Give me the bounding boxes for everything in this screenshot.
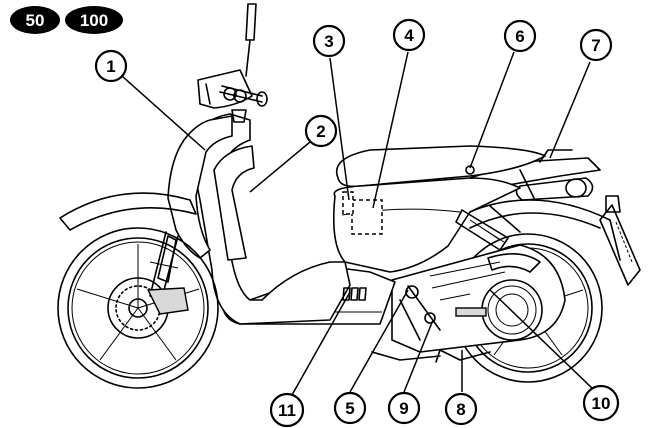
callout-2-label: 2 — [316, 122, 325, 141]
callout-7: 7 — [579, 28, 613, 62]
callout-6-label: 6 — [515, 27, 524, 46]
licence-plate-holder — [599, 195, 641, 286]
glove-panel — [213, 145, 255, 261]
callout-1-label: 1 — [106, 57, 115, 76]
callout-11-label: 11 — [278, 401, 296, 420]
side-vents — [342, 287, 367, 301]
callout-3: 3 — [312, 24, 346, 58]
model-badge-100-label: 100 — [80, 11, 108, 30]
callout-3-label: 3 — [324, 32, 333, 51]
callout-7-label: 7 — [591, 36, 600, 55]
engine-transmission — [391, 244, 566, 353]
callout-1: 1 — [94, 49, 128, 83]
hidden-part-outline — [351, 199, 383, 235]
model-badge-50: 50 — [10, 6, 60, 34]
rear-shock-absorber — [455, 205, 521, 251]
callout-10: 10 — [582, 384, 620, 422]
callout-9: 9 — [387, 391, 421, 425]
callout-8: 8 — [444, 392, 478, 426]
model-badge-100: 100 — [65, 6, 123, 34]
callout-4: 4 — [392, 18, 426, 52]
callout-leaders — [121, 51, 595, 396]
callout-4-label: 4 — [404, 26, 414, 45]
front-mudguard — [59, 192, 197, 231]
callout-10-label: 10 — [592, 394, 611, 413]
callout-2: 2 — [304, 114, 338, 148]
callout-6: 6 — [503, 19, 537, 53]
leg-shield — [189, 113, 351, 325]
callout-5: 5 — [333, 391, 367, 425]
front-wheel — [57, 227, 219, 389]
model-badge-50-label: 50 — [26, 11, 45, 30]
callout-11: 11 — [269, 392, 305, 428]
scooter-drawing — [57, 3, 641, 389]
rear-mirror — [245, 3, 257, 77]
front-shield — [167, 115, 233, 259]
handlebar-assembly — [197, 69, 268, 123]
callout-8-label: 8 — [456, 400, 465, 419]
callout-9-label: 9 — [399, 399, 408, 418]
callout-5-label: 5 — [345, 399, 354, 418]
